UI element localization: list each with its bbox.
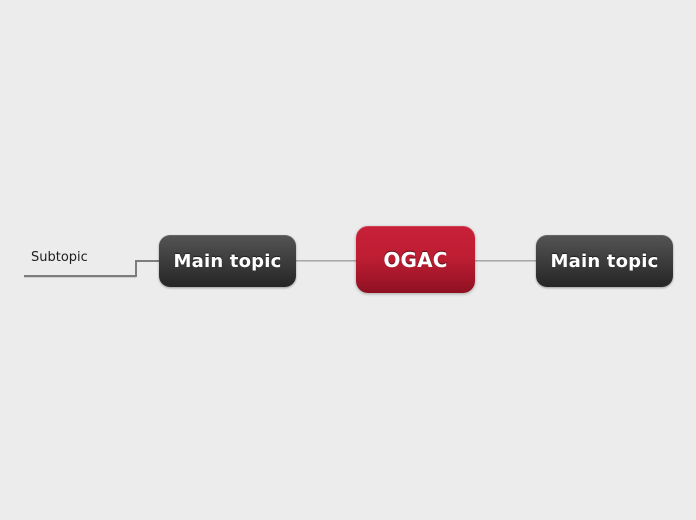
node-main-topic-left[interactable]: Main topic [159, 235, 296, 287]
connector-center-to-left-branch [294, 260, 357, 262]
connector-center-to-right-branch [474, 260, 537, 262]
node-central-ogac[interactable]: OGAC [356, 226, 475, 293]
connector-subtopic-to-left-branch [24, 260, 164, 278]
node-subtopic[interactable]: Subtopic [31, 250, 88, 265]
node-main-topic-right[interactable]: Main topic [536, 235, 673, 287]
